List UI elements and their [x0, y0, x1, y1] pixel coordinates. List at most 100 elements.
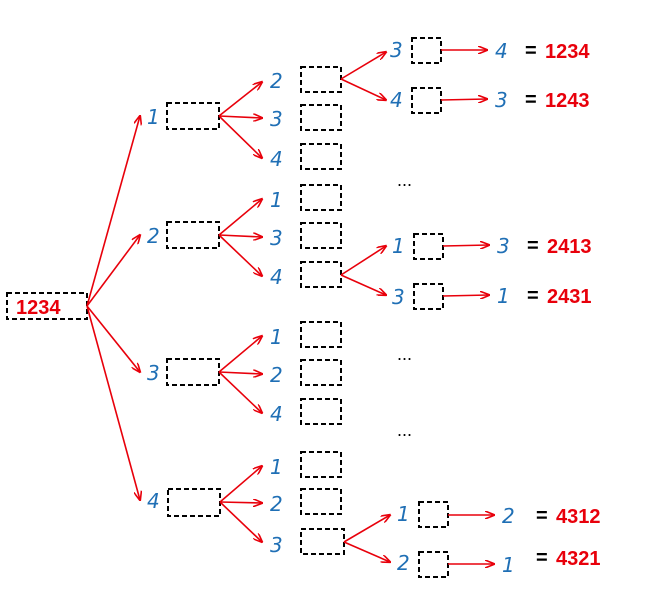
level2-nodes: 2 3 4 1 3 4 1 2 4 1 2 3 — [270, 66, 345, 557]
level2-digit: 1 — [270, 455, 283, 479]
arrow — [218, 116, 262, 118]
level2-box — [300, 528, 345, 555]
level1-box — [167, 488, 221, 517]
level2-box — [300, 488, 342, 515]
level2-box — [300, 398, 342, 425]
level1-digit: 3 — [147, 361, 160, 385]
level2-box — [300, 321, 342, 348]
arrow-root-to-4 — [86, 305, 140, 500]
result-4321: 4321 — [556, 548, 601, 570]
arrow-root-to-3 — [86, 305, 140, 372]
level1-box — [166, 221, 220, 249]
final-digit: 2 — [502, 504, 515, 528]
final-digit: 1 — [497, 284, 510, 308]
level3-nodes: 3 4 1 3 1 2 — [390, 37, 449, 578]
ellipsis: ... — [397, 170, 412, 190]
ellipsis: ... — [397, 344, 412, 364]
equals-sign: = — [527, 235, 539, 257]
level3-box — [418, 501, 449, 528]
equals-sign: = — [527, 285, 539, 307]
level1-node-3: 3 — [147, 358, 220, 386]
arrow — [219, 502, 262, 503]
level3-digit: 3 — [392, 285, 405, 309]
level2-box — [300, 359, 342, 386]
level2-box — [300, 104, 342, 131]
level1-digit: 4 — [147, 489, 160, 513]
arrow-root-to-1 — [86, 116, 140, 307]
level2-digit: 2 — [270, 363, 283, 387]
level1-node-4: 4 — [147, 488, 221, 517]
arrow — [340, 274, 386, 295]
arrow — [218, 235, 262, 237]
arrow — [340, 52, 386, 80]
level2-digit: 4 — [270, 147, 283, 171]
result-1234: 1234 — [545, 41, 590, 63]
level2-digit: 2 — [270, 69, 283, 93]
level2-digit: 4 — [270, 265, 283, 289]
level2-box — [300, 143, 342, 170]
level2-digit: 3 — [270, 533, 283, 557]
arrow — [218, 336, 262, 373]
arrow — [219, 501, 262, 542]
level3-digit: 4 — [390, 88, 403, 112]
result-4312: 4312 — [556, 506, 601, 528]
arrow — [218, 234, 262, 276]
level3-box — [413, 233, 444, 260]
result-2413: 2413 — [547, 236, 592, 258]
level3-digit: 2 — [397, 551, 410, 575]
level2-box — [300, 261, 342, 288]
final-digit: 3 — [497, 234, 510, 258]
result-2431: 2431 — [547, 286, 592, 308]
level1-node-2: 2 — [147, 221, 220, 249]
arrow — [218, 82, 262, 117]
result-1243: 1243 — [545, 90, 590, 112]
ellipses: ... ... ... — [397, 170, 412, 440]
level2-box — [300, 451, 342, 478]
equals-sign: = — [525, 89, 537, 111]
root-label: 1234 — [16, 297, 61, 319]
final-digit: 4 — [495, 39, 508, 63]
arrow — [343, 515, 390, 543]
equals-sign: = — [536, 547, 548, 569]
arrow — [218, 199, 262, 236]
final-digit: 1 — [502, 553, 515, 577]
arrow — [219, 466, 262, 503]
level3-digit: 1 — [397, 502, 410, 526]
level3-digit: 3 — [390, 38, 403, 62]
arrow-root-to-2 — [86, 235, 140, 307]
level3-box — [413, 283, 444, 310]
level2-digit: 4 — [270, 402, 283, 426]
arrow — [343, 541, 390, 562]
level2-digit: 1 — [270, 325, 283, 349]
level2-box — [300, 184, 342, 211]
level3-box — [411, 37, 442, 64]
level1-box — [166, 358, 220, 386]
equals-sign: = — [536, 505, 548, 527]
arrow — [218, 372, 262, 374]
arrow — [218, 371, 262, 413]
level3-box — [418, 551, 449, 578]
level2-box — [300, 222, 342, 249]
level1-digit: 2 — [147, 224, 160, 248]
root-arrows — [86, 116, 140, 500]
level1-box — [166, 102, 220, 130]
results: 4 = 1234 3 = 1243 3 = 2413 1 = 2431 2 = … — [495, 39, 601, 577]
arrow — [442, 295, 489, 296]
level2-digit: 2 — [270, 492, 283, 516]
arrow — [442, 245, 489, 246]
root-node: 1234 — [6, 292, 88, 320]
final-digit: 3 — [495, 88, 508, 112]
level3-arrows — [340, 52, 390, 562]
level1-digit: 1 — [147, 105, 160, 129]
arrow — [440, 99, 487, 100]
final-arrows — [440, 50, 494, 564]
equals-sign: = — [525, 40, 537, 62]
level2-arrows — [218, 82, 262, 542]
level3-box — [411, 87, 442, 114]
level1-node-1: 1 — [147, 102, 220, 130]
arrow — [340, 78, 386, 100]
arrow — [218, 115, 262, 158]
level2-digit: 1 — [270, 188, 283, 212]
level2-digit: 3 — [270, 226, 283, 250]
